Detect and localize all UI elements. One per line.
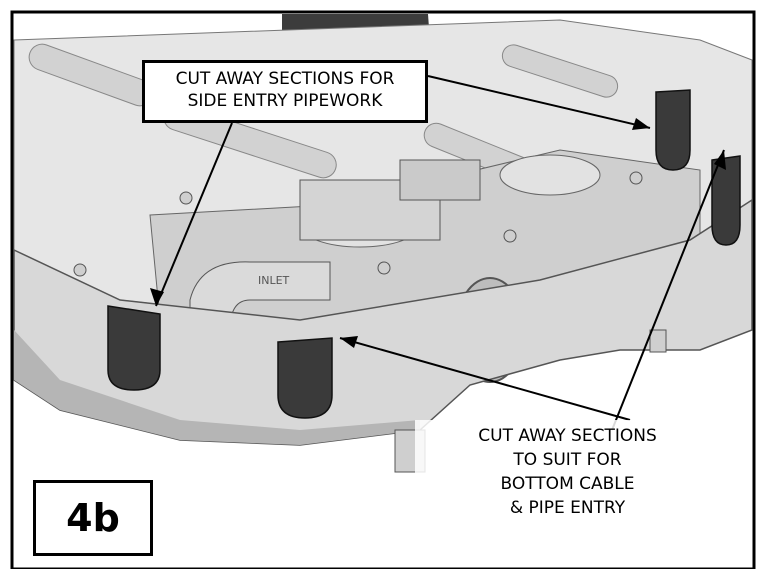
leader-arrowhead — [150, 288, 164, 306]
callout-side-entry: CUT AWAY SECTIONS FOR SIDE ENTRY PIPEWOR… — [142, 60, 428, 123]
callout-bottom-entry-line1: CUT AWAY SECTIONS — [478, 426, 657, 446]
screw-boss — [503, 229, 517, 243]
leader-arrowhead — [714, 150, 726, 170]
inlet-marking: INLET — [258, 274, 290, 287]
casing-front-shading — [14, 330, 420, 445]
callout-bottom-entry-line3: BOTTOM CABLE — [500, 474, 635, 494]
cutaway-bottom-entry-1 — [107, 305, 161, 391]
screw-boss — [73, 263, 87, 277]
mounting-lug — [649, 329, 667, 353]
screw-boss — [629, 171, 643, 185]
leader-arrowhead — [340, 336, 358, 348]
cutaway-side-entry-2 — [711, 155, 741, 246]
screw-boss — [377, 261, 391, 275]
figure-label: 4b — [33, 480, 153, 556]
cutaway-bottom-entry-2 — [277, 337, 333, 419]
callout-bottom-entry: CUT AWAY SECTIONS TO SUIT FOR BOTTOM CAB… — [415, 420, 720, 530]
leader-line — [611, 149, 725, 431]
leader-line — [155, 122, 233, 307]
callout-side-entry-line1: CUT AWAY SECTIONS FOR — [175, 69, 395, 89]
pipe-cylinder — [499, 154, 601, 196]
leader-line — [339, 337, 631, 421]
callout-bottom-entry-line4: & PIPE ENTRY — [509, 498, 626, 518]
figure-frame — [10, 10, 756, 569]
screw-boss — [179, 191, 193, 205]
leader-arrowhead — [632, 118, 650, 130]
cutaway-side-entry-1 — [655, 89, 691, 171]
callout-bottom-entry-line2: TO SUIT FOR — [513, 450, 622, 470]
leader-line — [427, 75, 651, 129]
slot-recess — [501, 44, 619, 98]
callout-side-entry-line2: SIDE ENTRY PIPEWORK — [187, 91, 383, 111]
connector-block — [399, 159, 481, 201]
